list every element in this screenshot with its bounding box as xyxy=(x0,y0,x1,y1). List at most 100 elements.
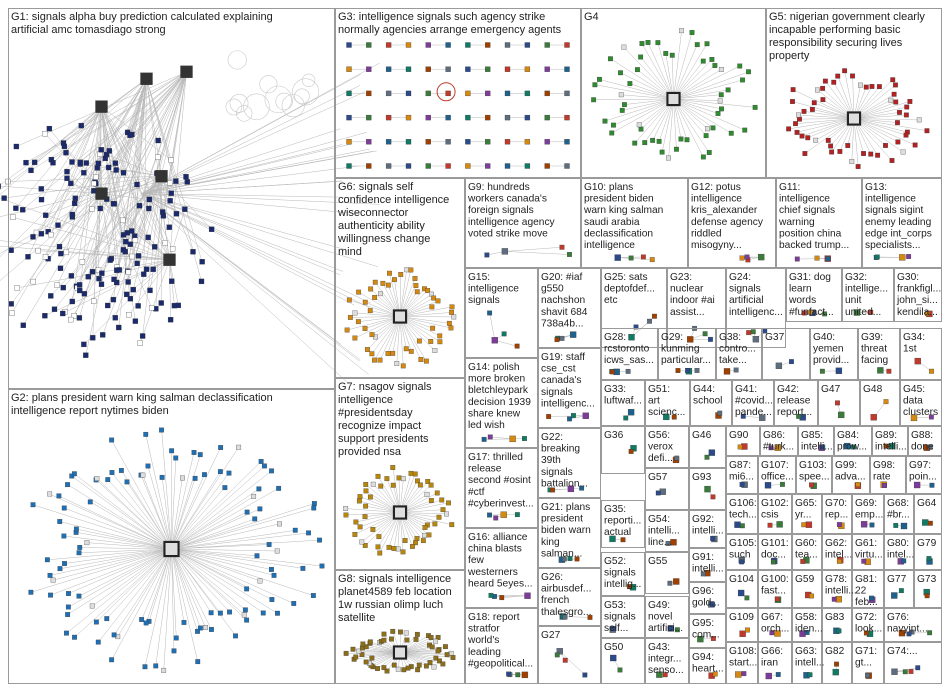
node xyxy=(354,520,359,525)
node xyxy=(426,43,431,48)
self-loop xyxy=(282,94,304,116)
group-label-line: actual xyxy=(604,527,631,538)
group-label-line: data xyxy=(903,396,923,407)
edge xyxy=(549,416,586,417)
group-label-line: intelligence report nytimes biden xyxy=(11,405,169,417)
group-label-g35: G35:reporti...actual xyxy=(604,504,641,538)
node xyxy=(426,139,431,144)
edge xyxy=(400,312,452,316)
node xyxy=(695,42,700,47)
group-label-line: G71: xyxy=(855,646,877,657)
node xyxy=(96,640,101,645)
node xyxy=(670,53,675,58)
node xyxy=(565,115,570,120)
node xyxy=(366,115,371,120)
group-label-line: provided nsa xyxy=(338,446,402,458)
node xyxy=(633,141,638,146)
edge xyxy=(674,80,743,99)
node xyxy=(366,43,371,48)
node xyxy=(510,436,516,442)
node xyxy=(451,655,456,660)
group-label-line: G57 xyxy=(648,472,668,483)
edge xyxy=(142,194,371,304)
node xyxy=(449,651,454,656)
group-label-line: battalion... xyxy=(541,478,588,489)
node xyxy=(372,295,377,300)
node xyxy=(21,323,26,328)
node xyxy=(679,137,684,142)
group-label-g61: G61:virtu... xyxy=(855,538,883,561)
group-label-line: property xyxy=(769,50,810,62)
node xyxy=(126,280,131,285)
node xyxy=(160,475,165,480)
node xyxy=(505,67,510,72)
group-label-g94: G94:heart... xyxy=(692,652,724,675)
node xyxy=(837,629,842,634)
node xyxy=(277,522,282,527)
group-label-line: doc... xyxy=(761,550,786,561)
group-label-line: G100: xyxy=(761,574,789,585)
node xyxy=(236,445,241,450)
node xyxy=(485,67,490,72)
node xyxy=(146,235,151,240)
group-label-line: G68: xyxy=(887,498,909,509)
group-label-line: G58: xyxy=(795,612,817,623)
node xyxy=(70,299,75,304)
edge xyxy=(31,549,172,592)
node xyxy=(345,328,350,333)
node xyxy=(126,270,131,275)
group-label-line: G4 xyxy=(584,11,599,23)
group-label-line: decision 1939 xyxy=(468,397,531,408)
node xyxy=(258,507,263,512)
node xyxy=(597,77,602,82)
node xyxy=(84,161,89,166)
group-label-line: school xyxy=(693,396,722,407)
group-label-line: report... xyxy=(777,407,812,418)
node xyxy=(415,479,420,484)
group-label-line: warn king salman xyxy=(583,205,663,216)
node xyxy=(465,67,470,72)
node xyxy=(382,632,387,637)
node xyxy=(61,285,66,290)
node xyxy=(371,527,376,532)
node xyxy=(563,658,568,663)
group-label-line: G36 xyxy=(604,430,624,441)
node xyxy=(343,506,348,511)
node xyxy=(62,534,67,539)
node xyxy=(915,358,921,364)
group-label-g101: G101:doc... xyxy=(761,538,789,561)
node xyxy=(505,164,510,169)
group-label-line: heart... xyxy=(692,664,724,675)
node xyxy=(64,150,69,155)
group-label-line: kris_alexander xyxy=(691,205,758,216)
node xyxy=(889,98,894,103)
group-label-line: G11: xyxy=(779,182,800,193)
group-label-g44: G44:school xyxy=(693,384,722,407)
group-label-g69: G69:emp... xyxy=(855,498,883,521)
node xyxy=(113,315,118,320)
node xyxy=(378,291,383,296)
group-label-line: G50 xyxy=(604,642,624,653)
node xyxy=(724,368,730,374)
node xyxy=(431,296,436,301)
node xyxy=(793,121,798,126)
node xyxy=(168,198,173,203)
node xyxy=(850,159,855,164)
group-label-line: warning xyxy=(778,217,815,228)
group-label-line: G98: xyxy=(873,460,895,471)
group-label-line: G43: xyxy=(648,642,670,653)
node xyxy=(571,413,576,418)
node xyxy=(387,271,392,276)
node xyxy=(657,139,662,144)
group-label-line: release xyxy=(468,464,502,475)
node xyxy=(738,64,743,69)
node xyxy=(492,337,498,343)
group-label-line: intelligence xyxy=(865,194,916,205)
node xyxy=(57,494,62,499)
group-label-g83: G83 xyxy=(825,612,845,623)
node xyxy=(185,179,190,184)
group-label-g29: G29:kunmingparticular... xyxy=(661,332,711,366)
group-label-line: G91: xyxy=(692,552,714,563)
node xyxy=(275,611,280,616)
